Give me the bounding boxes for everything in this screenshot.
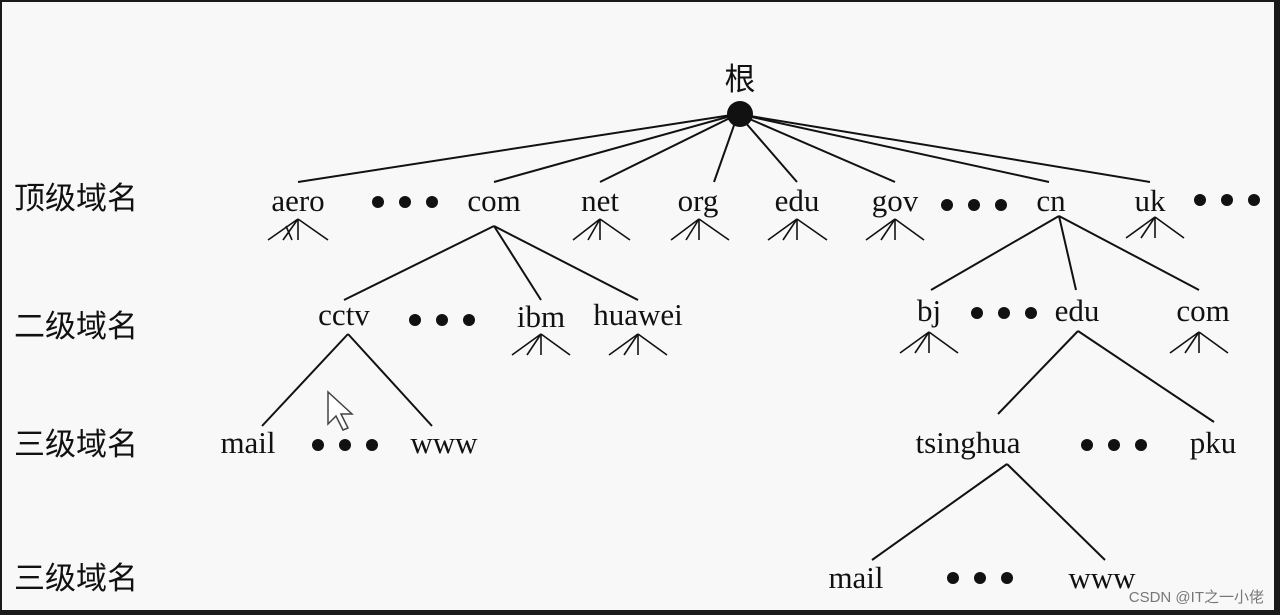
edge-com-ibm (493, 225, 542, 301)
level-label-fourth: 三级域名 (14, 561, 138, 597)
edge-cn-com (1058, 215, 1200, 291)
edge-tsinghua-www (1006, 463, 1106, 561)
second-huawei: huawei (593, 297, 683, 332)
fan-bj (899, 331, 959, 354)
edu-subtree: tsinghua pku (915, 330, 1237, 460)
level-label-second: 二级域名 (14, 309, 138, 345)
ellipsis-com-children (409, 314, 475, 326)
ellipsis-cn-children (971, 307, 1037, 319)
edge-root-uk (737, 113, 1151, 183)
root-edges (297, 113, 1151, 183)
edge-root-edu (737, 113, 798, 183)
mouse-cursor-icon (327, 390, 354, 431)
edge-com-cctv (343, 225, 495, 301)
tld-edu: edu (775, 183, 820, 218)
tld-uk: uk (1135, 183, 1167, 218)
fan-huawei (608, 333, 668, 356)
second-ibm: ibm (517, 299, 565, 334)
edge-cn-bj (930, 215, 1060, 291)
edge-root-aero (297, 113, 739, 183)
edge-root-cn (737, 113, 1050, 183)
tld-com: com (467, 183, 520, 218)
ellipsis-tld-2 (941, 199, 1007, 211)
fan-edu (767, 218, 828, 241)
tld-org: org (678, 183, 719, 218)
third-pku: pku (1190, 425, 1237, 460)
third-tsinghua: tsinghua (915, 425, 1020, 460)
tld-aero: aero (271, 183, 324, 218)
edge-cctv-www (347, 333, 433, 427)
com-subtree: cctv ibm huawei (318, 225, 683, 334)
edge-tsinghua-mail (871, 463, 1008, 561)
ellipsis-tsinghua-children (947, 572, 1013, 584)
second-cctv: cctv (318, 297, 370, 332)
tld-row: aero com net org edu gov cn uk (271, 183, 1166, 218)
fan-ibm (511, 333, 571, 356)
edge-com-huawei (493, 225, 639, 301)
edge-root-gov (737, 113, 896, 183)
ellipsis-tld-1 (372, 196, 438, 208)
cn-subtree: bj edu com (917, 215, 1230, 328)
tld-gov: gov (872, 183, 919, 218)
ellipsis-markers (312, 194, 1260, 584)
cctv-subtree: mail www (220, 333, 478, 460)
second-bj: bj (917, 293, 941, 328)
second-com: com (1176, 293, 1229, 328)
edge-cn-edu (1058, 215, 1077, 291)
fan-cn-com (1169, 331, 1229, 354)
root-label: 根 (725, 62, 756, 98)
tsinghua-subtree: mail www (828, 463, 1136, 595)
root-node (727, 101, 753, 127)
edge-edu-tsinghua (997, 330, 1079, 415)
fan-glyphs (267, 216, 1229, 356)
fan-uk (1125, 216, 1185, 239)
third-www: www (410, 425, 478, 460)
ellipsis-tld-3 (1194, 194, 1260, 206)
ellipsis-cctv-children (312, 439, 378, 451)
watermark: CSDN @IT之一小佬 (1129, 589, 1264, 606)
edge-cctv-mail (261, 333, 349, 427)
second-edu: edu (1055, 293, 1100, 328)
fourth-mail: mail (828, 560, 883, 595)
fan-org (670, 218, 730, 241)
edge-root-com (493, 113, 739, 183)
edge-edu-pku (1077, 330, 1215, 423)
fan-aero (267, 218, 329, 241)
third-mail: mail (220, 425, 275, 460)
level-label-third: 三级域名 (14, 427, 138, 463)
tld-net: net (581, 183, 619, 218)
fan-gov (865, 218, 925, 241)
ellipsis-edu-children (1081, 439, 1147, 451)
tld-cn: cn (1036, 183, 1066, 218)
level-label-top: 顶级域名 (14, 181, 138, 217)
fan-net (572, 218, 631, 241)
fourth-www: www (1068, 560, 1136, 595)
edge-root-net (599, 113, 739, 183)
